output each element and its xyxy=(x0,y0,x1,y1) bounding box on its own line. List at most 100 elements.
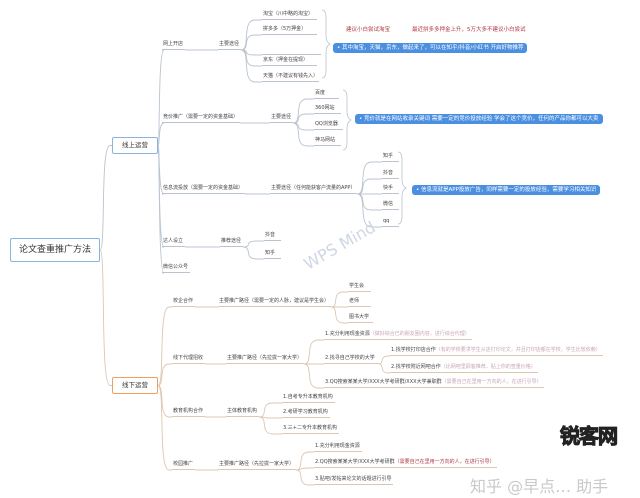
influencer-zhihu[interactable]: 知乎 xyxy=(264,250,281,259)
campus-item-2[interactable]: 2.QQ搜索某某大学/XXX大学考研群（需要自己在里用一方向的人，在进行引导） xyxy=(314,459,497,468)
bidding-summary[interactable]: • 竞价就是在网站收录关键词 需要一定的竞价投放经验 学会了这个竞价，任何的产品… xyxy=(355,114,603,124)
connector xyxy=(157,122,165,146)
root-node[interactable]: 论文查重推广方法 xyxy=(10,238,100,262)
bidding-shenma[interactable]: 神马网站 xyxy=(314,137,341,146)
agent-node[interactable]: 线下代理招收 xyxy=(172,355,206,364)
connector xyxy=(378,355,390,365)
shop-blank xyxy=(262,46,321,55)
note: （比网吧里顾客推荐，贴上你的查重价格） xyxy=(440,364,536,370)
zhihu-watermark: 知乎 @早点… 助手 xyxy=(470,477,609,496)
feed-qq[interactable]: qq xyxy=(382,218,399,227)
connector xyxy=(357,193,382,228)
edu-item-3[interactable]: 3.三+二专升本教育机构 xyxy=(282,425,339,434)
edu-item-2[interactable]: 2.考研学习教育机构 xyxy=(282,409,330,418)
shop-summary[interactable]: • 其中淘宝，天猫，京东，做起来了，可以在知乎/抖音/小红书 开启好物推荐 xyxy=(333,43,528,53)
bidding-qq-browser[interactable]: QQ浏览器 xyxy=(314,121,343,130)
feed-zhihu[interactable]: 知乎 xyxy=(382,153,399,162)
connector xyxy=(378,363,390,374)
note-pinduoduo: 最近拼多多押金上升，5万大多不建议小白尝试 xyxy=(412,27,526,33)
label: 天猫（不建议有钱先入） xyxy=(263,73,319,79)
feed-route[interactable]: 主要途径（任何能获客户流量的APP） xyxy=(270,185,358,194)
shop-node[interactable]: 网上开店 xyxy=(162,41,186,50)
school-route[interactable]: 主要推广路径（需要一定的人脉，建议是学生会） xyxy=(218,298,332,307)
connector xyxy=(240,19,262,51)
note: （需要自己在里用一方向的人，在进行引导） xyxy=(441,379,542,385)
connector xyxy=(157,49,165,146)
campus-item-1[interactable]: 1.充分利用现金资源 xyxy=(314,443,362,452)
label: 2.QQ搜索某某大学/XXX大学考研群 xyxy=(315,459,395,465)
connector xyxy=(303,339,324,365)
connector xyxy=(330,306,348,324)
influencer-route[interactable]: 推荐途径 xyxy=(220,238,244,247)
label: 拼多多（5万押金） xyxy=(263,26,307,32)
note: （有的学校要求学生从店打印论文，并且打印店都在学校，学生比较依赖） xyxy=(435,347,601,353)
influencer-node[interactable]: 达人设立 xyxy=(162,238,186,247)
connector xyxy=(240,49,262,83)
school-library[interactable]: 图书大学 xyxy=(348,314,373,323)
label: 淘宝（川中略的淘宝） xyxy=(263,11,314,17)
note: （做好综合已的朋友圈内容，进行综合代理） xyxy=(369,331,470,337)
summary-braces xyxy=(321,9,407,225)
offline-ops-node[interactable]: 线下运营 xyxy=(112,377,158,394)
feed-summary[interactable]: • 信息流就是APP投放广告，同样需要一定的投放经验，需要学习相关知识 xyxy=(412,185,601,195)
note: （需要自己在里用一方向的人，在进行引导） xyxy=(394,459,495,465)
agent-item-3[interactable]: 3.QQ搜索某某大学/XXX大学考研群/XXX大学兼职群（需要自己在里用一方向的… xyxy=(324,379,544,388)
shop-taobao[interactable]: 淘宝（川中略的淘宝） xyxy=(262,11,317,20)
edu-item-1[interactable]: 1.自考专升本教育机构 xyxy=(282,394,335,403)
school-student-union[interactable]: 学生会 xyxy=(348,283,371,292)
connector xyxy=(292,98,314,124)
wechat-official-node[interactable]: 微信公众号 xyxy=(162,264,191,273)
connector xyxy=(303,363,324,389)
agent-route[interactable]: 主要推广路径（先拉拢一家大学） xyxy=(226,355,305,364)
bidding-route[interactable]: 主要途径 xyxy=(270,114,294,123)
connector xyxy=(242,246,264,260)
agent-item-2[interactable]: 2.找寻自己学校的大学 xyxy=(324,355,379,364)
connector xyxy=(292,122,314,147)
label: 京东（押金在提现） xyxy=(263,57,309,63)
shop-jd[interactable]: 京东（押金在提现） xyxy=(262,57,317,66)
shop-route[interactable]: 主要途径 xyxy=(218,41,242,50)
connector xyxy=(99,145,112,251)
connector xyxy=(258,416,282,435)
bidding-node[interactable]: 竞价推广（需要一定的资金基础） xyxy=(162,114,241,123)
online-ops-node[interactable]: 线上运营 xyxy=(112,137,158,154)
campus-node[interactable]: 校园推广 xyxy=(172,461,196,470)
bidding-360[interactable]: 360网站 xyxy=(314,105,341,114)
feed-node[interactable]: 信息流投放（需要一定的资金基础） xyxy=(162,185,246,194)
connector xyxy=(157,385,172,471)
edu-route[interactable]: 主体教育机构 xyxy=(226,408,260,417)
connector xyxy=(157,363,172,386)
feed-douyin[interactable]: 抖音 xyxy=(382,170,399,179)
label: 2.找学校附近网吧合作 xyxy=(391,364,441,370)
campus-route[interactable]: 主要推广路径（先拉拢一家大学） xyxy=(218,461,297,470)
shop-tmall[interactable]: 天猫（不建议有钱先入） xyxy=(262,73,319,82)
connector xyxy=(157,306,172,386)
school-teacher[interactable]: 老师 xyxy=(348,298,371,307)
feed-kuaishou[interactable]: 快手 xyxy=(382,185,399,194)
shop-pinduoduo[interactable]: 拼多多（5万押金） xyxy=(262,26,317,35)
connector xyxy=(157,385,172,418)
connector xyxy=(157,145,165,274)
feed-wechat[interactable]: 微信 xyxy=(382,201,399,210)
connector xyxy=(99,249,112,386)
agent-sub-1[interactable]: 1.找学校打印店合作（有的学校要求学生从店打印论文，并且打印店都在学校，学生比较… xyxy=(390,347,603,356)
influencer-douyin[interactable]: 抖音 xyxy=(264,232,281,241)
label: 1.充分利用现金资源 xyxy=(325,331,370,337)
note-taobao: 建议小白尝试淘宝 xyxy=(346,27,391,33)
edu-node[interactable]: 教育机构合作 xyxy=(172,408,206,417)
bidding-baidu[interactable]: 百度 xyxy=(314,90,339,99)
connector xyxy=(240,34,262,51)
connector xyxy=(330,291,348,308)
connector xyxy=(295,451,314,471)
connector xyxy=(295,469,314,486)
ruike-logo: 锐客网 xyxy=(560,424,619,449)
agent-sub-2[interactable]: 2.找学校附近网吧合作（比网吧里顾客推荐，贴上你的查重价格） xyxy=(390,364,538,373)
connector xyxy=(292,113,314,124)
label: 3.QQ搜索某某大学/XXX大学考研群/XXX大学兼职群 xyxy=(325,379,442,385)
school-node[interactable]: 校企合作 xyxy=(172,298,196,307)
connector xyxy=(357,178,382,195)
connector xyxy=(258,402,282,418)
agent-item-1[interactable]: 1.充分利用现金资源（做好综合已的朋友圈内容，进行综合代理） xyxy=(324,331,472,340)
campus-item-3[interactable]: 3.贴吧/发帖来论文的话题进行引导 xyxy=(314,476,394,485)
